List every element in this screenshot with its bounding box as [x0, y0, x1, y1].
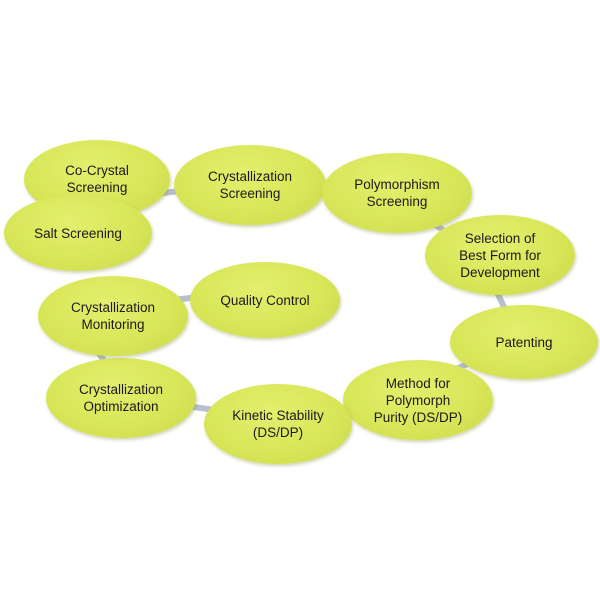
node-quality-control: Quality Control [190, 262, 340, 338]
node-label: Kinetic Stability (DS/DP) [232, 408, 324, 440]
node-selection-best-form: Selection of Best Form for Development [425, 215, 575, 295]
node-kinetic-stability: Kinetic Stability (DS/DP) [204, 384, 352, 464]
node-polymorphism-screening: Polymorphism Screening [322, 153, 472, 233]
node-label: Crystallization Screening [207, 169, 293, 201]
node-label: Polymorphism Screening [354, 177, 440, 209]
node-label: Co-Crystal Screening [65, 163, 129, 195]
node-label: Salt Screening [34, 225, 122, 241]
node-salt-screening: Salt Screening [4, 195, 152, 271]
node-patenting: Patenting [450, 305, 598, 379]
node-crystallization-monitoring: Crystallization Monitoring [38, 276, 188, 356]
node-label: Crystallization Monitoring [70, 300, 156, 332]
node-label: Crystallization Optimization [78, 382, 164, 414]
node-crystallization-optimization: Crystallization Optimization [46, 358, 196, 438]
node-label: Patenting [495, 334, 553, 350]
node-method-polymorph-purity: Method for Polymorph Purity (DS/DP) [343, 360, 493, 440]
node-crystallization-screening: Crystallization Screening [174, 145, 326, 225]
node-label: Selection of Best Form for Development [459, 230, 541, 280]
node-label: Method for Polymorph Purity (DS/DP) [373, 375, 463, 425]
node-label: Quality Control [220, 292, 310, 308]
